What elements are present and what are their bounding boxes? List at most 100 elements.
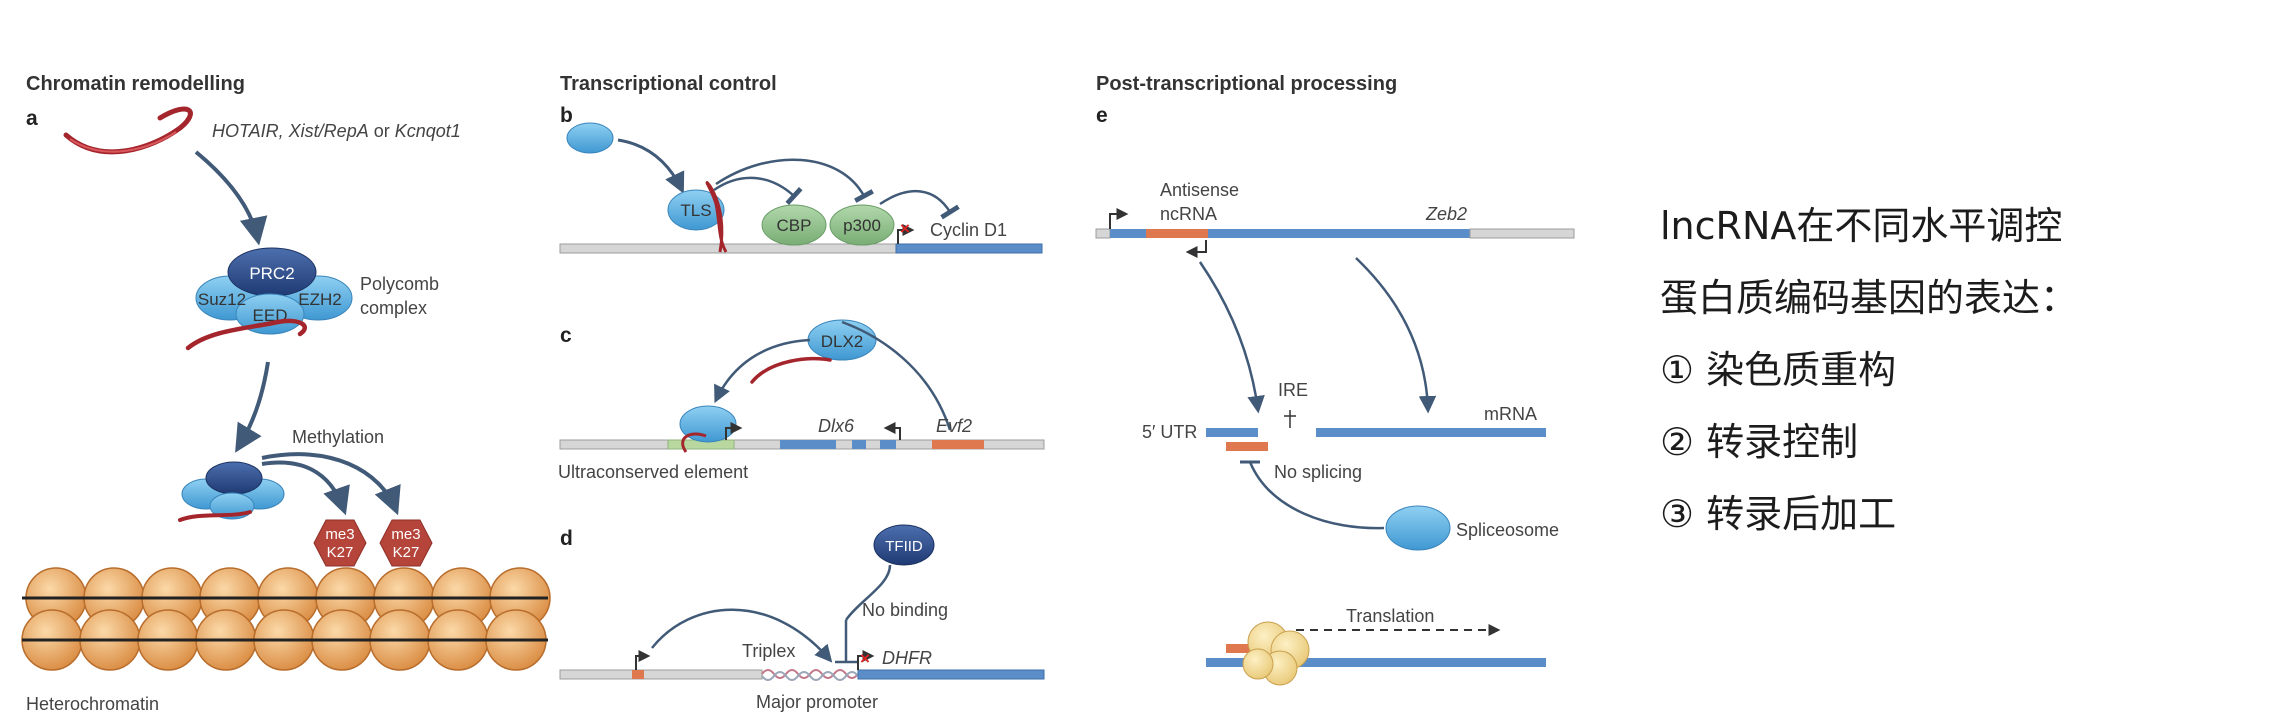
zeb2-exon-1 — [1110, 229, 1146, 238]
zeb2-label: Zeb2 — [1425, 204, 1467, 224]
summary-line-1: lncRNA在不同水平调控 — [1660, 204, 2063, 248]
tss-evf2 — [883, 422, 901, 440]
utr-label: 5′ UTR — [1142, 422, 1197, 442]
svg-text:K27: K27 — [393, 544, 420, 561]
lncrna-names: HOTAIR, Xist/RepA or Kcnqot1 — [212, 121, 461, 141]
summary-line-2: 蛋白质编码基因的表达： — [1660, 276, 2079, 320]
tls-free-protein — [566, 122, 614, 154]
block-x-d: × — [860, 649, 870, 668]
no-binding-label: No binding — [862, 600, 948, 620]
tss-b — [897, 224, 915, 244]
ultraconserved-label: Ultraconserved element — [558, 462, 748, 482]
antisense-translation — [1226, 644, 1264, 653]
dhfr-label: DHFR — [882, 648, 932, 668]
polycomb-label-1: Polycomb — [360, 274, 439, 294]
tfiid-label: TFIID — [885, 538, 923, 555]
panel-letter-e: e — [1096, 104, 1108, 127]
panel-letter-a: a — [26, 107, 38, 130]
tss-zeb2 — [1109, 208, 1129, 229]
arrow-methyl-1 — [261, 460, 350, 516]
utr-exon — [1206, 428, 1258, 437]
heterochromatin-label: Heterochromatin — [26, 694, 159, 714]
panel-title-chromatin: Chromatin remodelling — [26, 73, 245, 95]
antisense-bound — [1226, 442, 1268, 451]
ribosome-icon — [1242, 621, 1310, 686]
cbp-label: CBP — [777, 216, 812, 235]
tss-major — [857, 650, 875, 670]
triplex-strand-2 — [761, 671, 859, 681]
translation-label: Translation — [1346, 606, 1434, 626]
block-x-b: × — [900, 219, 910, 238]
tls-label: TLS — [680, 201, 711, 220]
arrow-antisense-down — [1198, 261, 1265, 414]
panel-transcriptional: Transcriptional control b TLS CBP p300 ×… — [558, 73, 1045, 712]
summary-item-chromatin: ① 染色质重构 — [1660, 348, 1897, 392]
major-promoter-label: Major promoter — [756, 692, 878, 712]
polycomb-lncrna — [185, 318, 307, 351]
evf2-rna — [750, 356, 832, 384]
arrow-triplex — [651, 608, 833, 663]
panel-letter-d: d — [560, 527, 573, 550]
methylation-label: Methylation — [292, 427, 384, 447]
svg-text:K27: K27 — [327, 544, 354, 561]
zeb2-locus-left — [1095, 228, 1111, 239]
panel-post-transcriptional: Post-transcriptional processing e Antise… — [1095, 73, 1575, 686]
cbp-protein — [761, 204, 827, 246]
tls-lncrna — [705, 181, 728, 253]
lncrna-ribbon-shade — [69, 131, 177, 153]
mrna-label: mRNA — [1484, 404, 1537, 424]
no-splicing-label: No splicing — [1274, 462, 1362, 482]
arrow-to-methylation — [235, 361, 270, 453]
panel-chromatin: Chromatin remodelling a HOTAIR, Xist/Rep… — [21, 73, 551, 714]
summary-item-post: ③ 转录后加工 — [1660, 492, 1897, 536]
cyclin-d1-label: Cyclin D1 — [930, 220, 1007, 240]
triplex-strand-1 — [761, 669, 859, 679]
zeb2-locus-right — [1469, 228, 1575, 239]
dna-b-gene — [895, 243, 1043, 254]
mrna-translation — [1206, 658, 1546, 667]
subpanel-d: d TFIID No binding Triplex × DHFR Major … — [559, 524, 1045, 712]
antisense-label-1: Antisense — [1160, 180, 1239, 200]
polycomb-complex: PRC2 Suz12 EZH2 EED — [185, 247, 353, 351]
tls-protein — [667, 189, 725, 231]
prc2-label: PRC2 — [249, 264, 294, 283]
tss-c — [725, 422, 743, 440]
panel-letter-c: c — [560, 324, 572, 347]
histone-mark-2: me3 K27 — [379, 519, 433, 567]
zeb2-gene — [1208, 229, 1470, 238]
summary-text-block: lncRNA在不同水平调控 蛋白质编码基因的表达： ① 染色质重构 ② 转录控制… — [1660, 190, 2220, 550]
panel-letter-b: b — [560, 104, 573, 127]
arrow-to-polycomb — [194, 150, 268, 246]
antisense-region — [1146, 229, 1208, 238]
ire-label: IRE — [1278, 380, 1308, 400]
p300-label: p300 — [843, 216, 881, 235]
spliceosome-protein — [1385, 505, 1451, 551]
arrow-methyl-2 — [261, 452, 401, 516]
suz12-label: Suz12 — [198, 290, 246, 309]
minor-promoter — [632, 670, 644, 679]
dna-d-grey — [559, 669, 763, 680]
inhibit-cbp — [713, 176, 803, 205]
ezh2-label: EZH2 — [298, 290, 341, 309]
arrow-mrna-down — [1355, 257, 1437, 414]
triplex-label: Triplex — [742, 641, 795, 661]
c-lncrna — [681, 432, 707, 453]
evf2-label: Evf2 — [936, 416, 972, 436]
spliceosome-label: Spliceosome — [1456, 520, 1559, 540]
svg-text:me3: me3 — [391, 526, 420, 543]
lncrna-ribbon — [63, 106, 193, 155]
evf2-to-dlx2 — [841, 320, 952, 431]
dlx6-exon-1 — [780, 440, 836, 449]
tss-minor — [635, 650, 651, 670]
summary-item-transcription: ② 转录控制 — [1660, 420, 1859, 464]
dhfr-gene — [857, 669, 1045, 680]
mrna-strand — [1316, 428, 1546, 437]
panel-title-post: Post-transcriptional processing — [1096, 73, 1397, 95]
polycomb-small — [178, 461, 285, 522]
dlx6-exon-2 — [852, 440, 866, 449]
dlx6-exon-3 — [880, 440, 896, 449]
inhibit-p300 — [715, 158, 874, 203]
histone-mark-1: me3 K27 — [313, 519, 367, 567]
antisense-label-2: ncRNA — [1160, 204, 1217, 224]
